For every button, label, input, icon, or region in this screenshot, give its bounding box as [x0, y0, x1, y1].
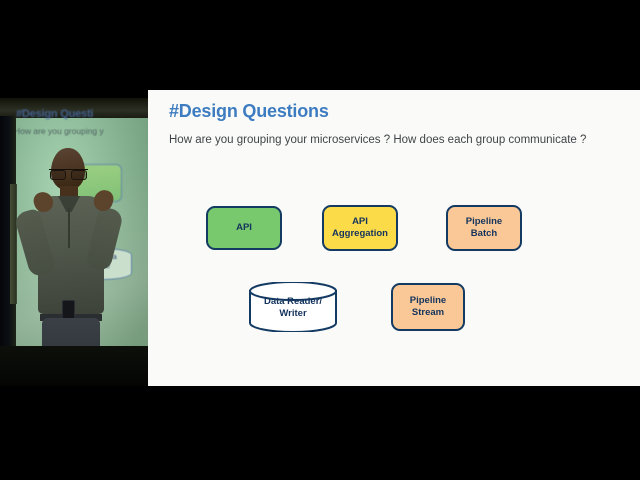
diagram-node-api: API	[206, 206, 282, 250]
letterbox-bottom-bar	[0, 386, 640, 480]
stage-ceiling	[0, 98, 148, 120]
letterbox-left-top-bar	[0, 0, 148, 98]
speaker-shirt-placket	[68, 208, 70, 248]
camera-video-panel: #Design Questi How are you grouping y Da…	[0, 98, 148, 386]
speaker-glasses	[49, 169, 88, 180]
database-cylinder-icon	[249, 282, 337, 332]
stage-floor	[0, 346, 148, 386]
stage-pillar-edge	[10, 184, 17, 304]
diagram-node-api-label: API	[236, 222, 252, 233]
projected-slide-title: #Design Questi	[16, 108, 94, 120]
slide-panel: #Design Questions How are you grouping y…	[148, 90, 640, 386]
stage-pillar	[0, 116, 16, 386]
diagram-node-data-reader-writer: Data Reader/Writer	[248, 282, 338, 332]
slide-subtitle: How are you grouping your microservices …	[169, 134, 587, 146]
projected-slide-subtitle: How are you grouping y	[14, 126, 104, 136]
slide-title: #Design Questions	[169, 101, 329, 121]
